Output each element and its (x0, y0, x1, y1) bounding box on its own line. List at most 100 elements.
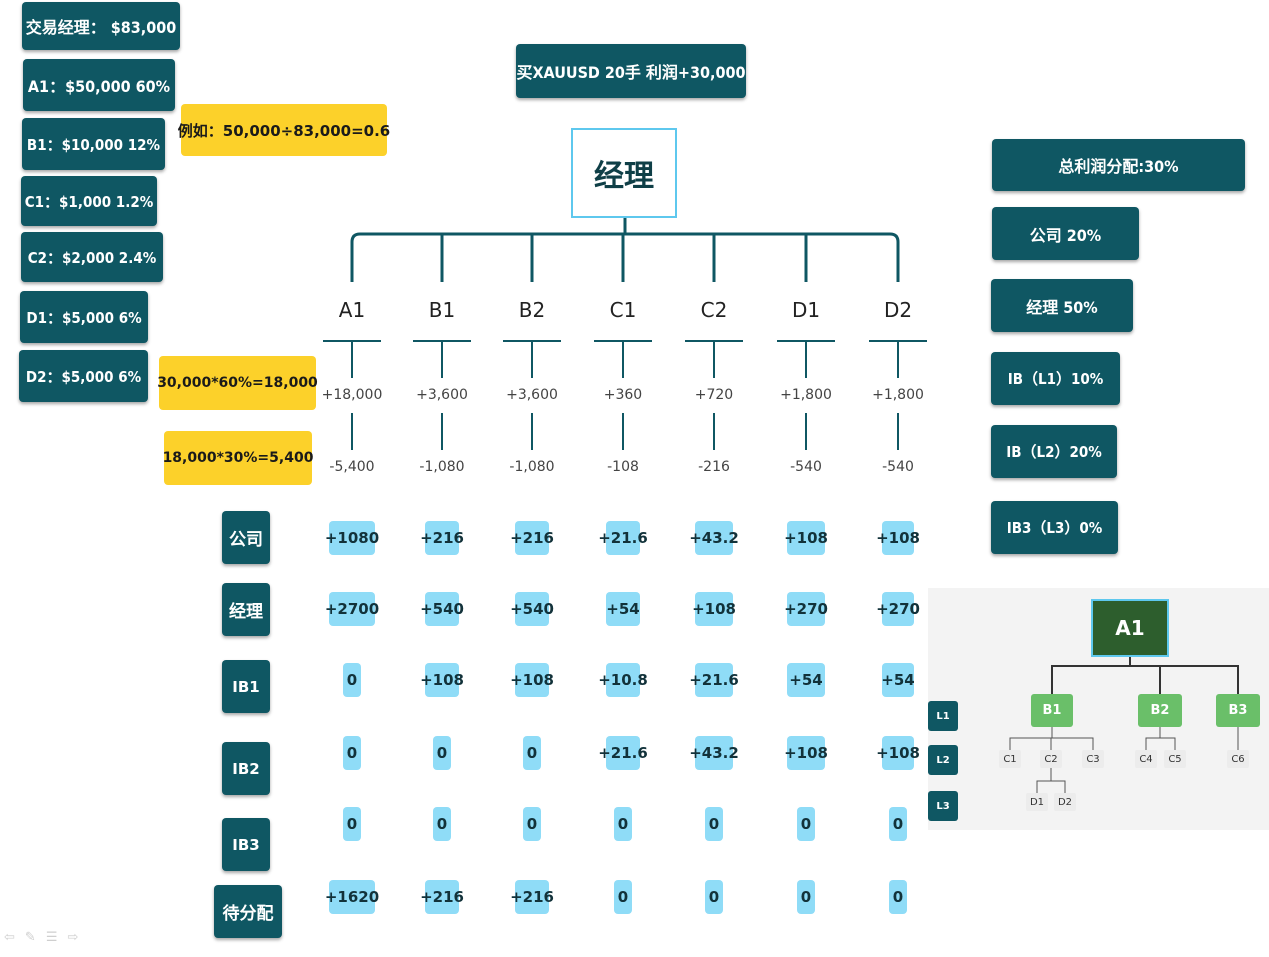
alloc-b2-row5: 0 (523, 807, 541, 841)
dist-company: 公司 20% (992, 207, 1139, 260)
alloc-b2-row2: +540 (510, 592, 554, 626)
fee-b1: -1,080 (419, 459, 465, 475)
alloc-c1-row3: +10.8 (598, 663, 648, 697)
alloc-c1-row4: +21.6 (598, 736, 648, 770)
tree-node-b1: B1 (1031, 694, 1073, 727)
profit-b2: +3,600 (506, 387, 558, 403)
alloc-a1-row4: 0 (343, 736, 361, 770)
column-header-a1: A1 (338, 298, 366, 322)
alloc-b1-row3: +108 (420, 663, 464, 697)
alloc-b1-row5: 0 (433, 807, 451, 841)
dist-manager: 经理 50% (991, 279, 1133, 332)
fee-d1: -540 (790, 459, 822, 475)
column-header-d1: D1 (791, 298, 821, 322)
alloc-a1-row3: 0 (343, 663, 361, 697)
dist-ib-l2: IB（L2）20% (991, 425, 1117, 478)
alloc-b1-row4: 0 (433, 736, 451, 770)
tree-node-c3: C3 (1082, 750, 1104, 768)
tree-node-d2: D2 (1054, 793, 1076, 811)
alloc-b2-row6: +216 (510, 880, 554, 914)
next-slide-icon[interactable]: ⇨ (67, 930, 79, 945)
column-header-d2: D2 (883, 298, 913, 322)
row-label-company: 公司 (222, 511, 270, 564)
fee-b2: -1,080 (509, 459, 555, 475)
alloc-c2-row2: +108 (692, 592, 736, 626)
column-header-c1: C1 (609, 298, 637, 322)
tree-root-node: A1 (1091, 599, 1169, 657)
alloc-b1-row1: +216 (420, 521, 464, 555)
dist-ib-l1: IB（L1）10% (991, 352, 1120, 405)
example-profit: 30,000*60%=18,000 (157, 356, 318, 410)
row-label-ib2: IB2 (222, 742, 270, 795)
alloc-d2-row5: 0 (889, 807, 907, 841)
tree-root-label: A1 (1115, 616, 1145, 640)
alloc-c1-row6: 0 (614, 880, 632, 914)
alloc-c2-row3: +21.6 (689, 663, 739, 697)
alloc-a1-row6: +1620 (325, 880, 379, 914)
profit-d1: +1,800 (780, 387, 832, 403)
trade-summary: 买XAUUSD 20手 利润+30,000 (516, 44, 746, 98)
profit-c2: +720 (694, 387, 734, 403)
alloc-b2-row4: 0 (523, 736, 541, 770)
alloc-a1-row2: +2700 (325, 592, 379, 626)
level-badge-l2: L2 (928, 745, 958, 775)
alloc-a1-row5: 0 (343, 807, 361, 841)
menu-icon[interactable]: ☰ (45, 930, 58, 945)
tree-node-b3: B3 (1216, 694, 1260, 727)
alloc-d1-row6: 0 (797, 880, 815, 914)
holding-b1: B1：$10,000 12% (22, 118, 165, 170)
manager-node-label: 经理 (594, 159, 654, 194)
alloc-d1-row2: +270 (784, 592, 828, 626)
alloc-d1-row3: +54 (787, 663, 825, 697)
example-fee: 18,000*30%=5,400 (163, 431, 313, 485)
holding-a1: A1：$50,000 60% (23, 59, 175, 111)
holding-c1: C1：$1,000 1.2% (21, 176, 157, 226)
profit-c1: +360 (603, 387, 643, 403)
alloc-d2-row2: +270 (876, 592, 920, 626)
alloc-c1-row2: +54 (606, 592, 640, 626)
holding-c2: C2：$2,000 2.4% (21, 232, 163, 282)
fee-d2: -540 (882, 459, 914, 475)
prev-slide-icon[interactable]: ⇦ (4, 930, 15, 945)
alloc-d2-row4: +108 (876, 736, 920, 770)
alloc-b2-row3: +108 (510, 663, 554, 697)
fee-c2: -216 (698, 459, 730, 475)
column-header-b2: B2 (518, 298, 546, 322)
alloc-c2-row4: +43.2 (689, 736, 739, 770)
tree-node-c4: C4 (1135, 750, 1157, 768)
example-ratio: 例如：50,000÷83,000=0.6 (178, 104, 390, 156)
tree-node-b2: B2 (1138, 694, 1182, 727)
profit-d2: +1,800 (872, 387, 924, 403)
pen-icon[interactable]: ✎ (24, 930, 36, 945)
alloc-b1-row6: +216 (420, 880, 464, 914)
profit-a1: +18,000 (321, 387, 383, 403)
tree-node-c6: C6 (1227, 750, 1249, 768)
tree-node-c1: C1 (999, 750, 1021, 768)
tree-node-c5: C5 (1164, 750, 1186, 768)
slide-nav[interactable]: ⇦ ✎ ☰ ⇨ (4, 930, 78, 945)
alloc-c2-row1: +43.2 (689, 521, 739, 555)
alloc-c2-row6: 0 (705, 880, 723, 914)
tree-node-d1: D1 (1026, 793, 1048, 811)
alloc-d2-row1: +108 (876, 521, 920, 555)
alloc-b1-row2: +540 (420, 592, 464, 626)
alloc-a1-row1: +1080 (325, 521, 379, 555)
holding-d1: D1：$5,000 6% (20, 291, 148, 343)
row-label-manager: 经理 (222, 583, 270, 636)
dist-total: 总利润分配:30% (992, 139, 1245, 191)
manager-node: 经理 (571, 128, 677, 218)
holding-d2: D2：$5,000 6% (19, 350, 148, 402)
alloc-d1-row4: +108 (784, 736, 828, 770)
alloc-c1-row5: 0 (614, 807, 632, 841)
column-header-c2: C2 (700, 298, 728, 322)
fee-a1: -5,400 (329, 459, 375, 475)
alloc-c1-row1: +21.6 (598, 521, 648, 555)
alloc-b2-row1: +216 (510, 521, 554, 555)
alloc-d2-row3: +54 (881, 663, 915, 697)
column-header-b1: B1 (428, 298, 456, 322)
row-label-ib1: IB1 (222, 660, 270, 713)
dist-ib-l3: IB3（L3）0% (991, 501, 1118, 554)
alloc-d2-row6: 0 (889, 880, 907, 914)
